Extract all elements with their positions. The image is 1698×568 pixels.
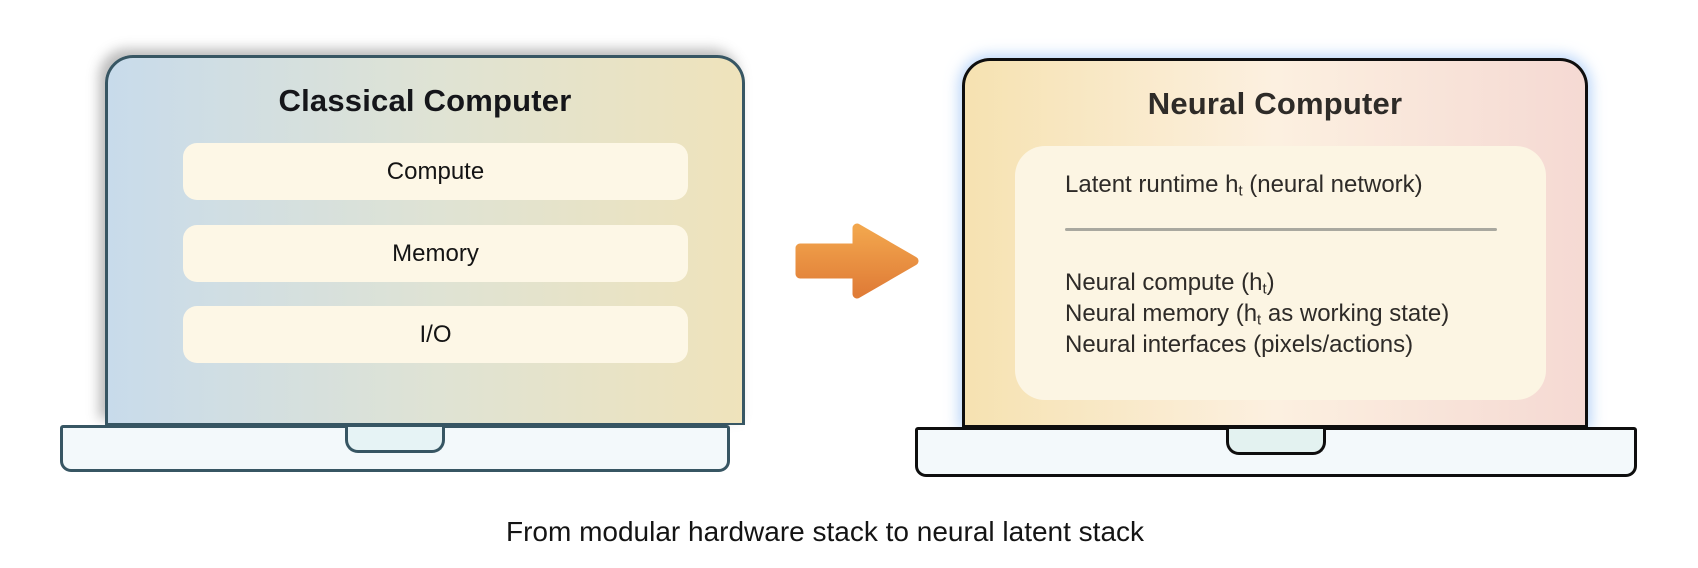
- latent-runtime-label: Latent runtime ht (neural network): [1065, 168, 1546, 202]
- panel-divider: [1065, 228, 1497, 231]
- hardware-layer-label: I/O: [419, 320, 452, 348]
- classical-computer-screen: Classical Computer Compute Memory I/O: [105, 55, 745, 425]
- laptop-base: [915, 427, 1637, 477]
- capability-text: Neural interfaces (pixels/actions): [1065, 331, 1414, 358]
- neural-capability-line: Neural compute (ht): [1065, 267, 1546, 298]
- capability-text: Neural compute (h: [1065, 269, 1263, 296]
- latent-runtime-text: Latent runtime h: [1065, 171, 1239, 198]
- capability-text: ): [1266, 269, 1275, 296]
- transform-arrow-icon: [793, 219, 921, 303]
- hardware-layer-memory: Memory: [183, 225, 688, 282]
- neural-computer-screen: Neural Computer Latent runtime ht (neura…: [962, 58, 1588, 427]
- subscript-t: t: [1257, 312, 1262, 329]
- subscript-t: t: [1238, 183, 1243, 200]
- laptop-hinge-notch: [345, 427, 445, 453]
- latent-runtime-text: (neural network): [1242, 171, 1423, 198]
- capability-text: Neural memory (h: [1065, 300, 1258, 327]
- neural-computer-title: Neural Computer: [1147, 86, 1403, 121]
- neural-capability-line: Neural interfaces (pixels/actions): [1065, 329, 1546, 360]
- hardware-layer-label: Memory: [392, 239, 479, 267]
- latent-stack-panel: Latent runtime ht (neural network) Neura…: [1015, 146, 1546, 400]
- hardware-layer-compute: Compute: [183, 143, 688, 200]
- laptop-hinge-notch: [1226, 429, 1326, 455]
- classical-computer-title: Classical Computer: [278, 83, 572, 118]
- hardware-layer-label: Compute: [386, 157, 485, 185]
- capability-text: as working state): [1261, 300, 1450, 327]
- figure-caption: From modular hardware stack to neural la…: [505, 516, 1145, 547]
- neural-capability-line: Neural memory (ht as working state): [1065, 298, 1546, 329]
- subscript-t: t: [1262, 281, 1267, 298]
- laptop-base: [60, 425, 730, 472]
- hardware-layer-io: I/O: [183, 306, 688, 363]
- neural-capability-list: Neural compute (ht) Neural memory (ht as…: [1065, 267, 1546, 360]
